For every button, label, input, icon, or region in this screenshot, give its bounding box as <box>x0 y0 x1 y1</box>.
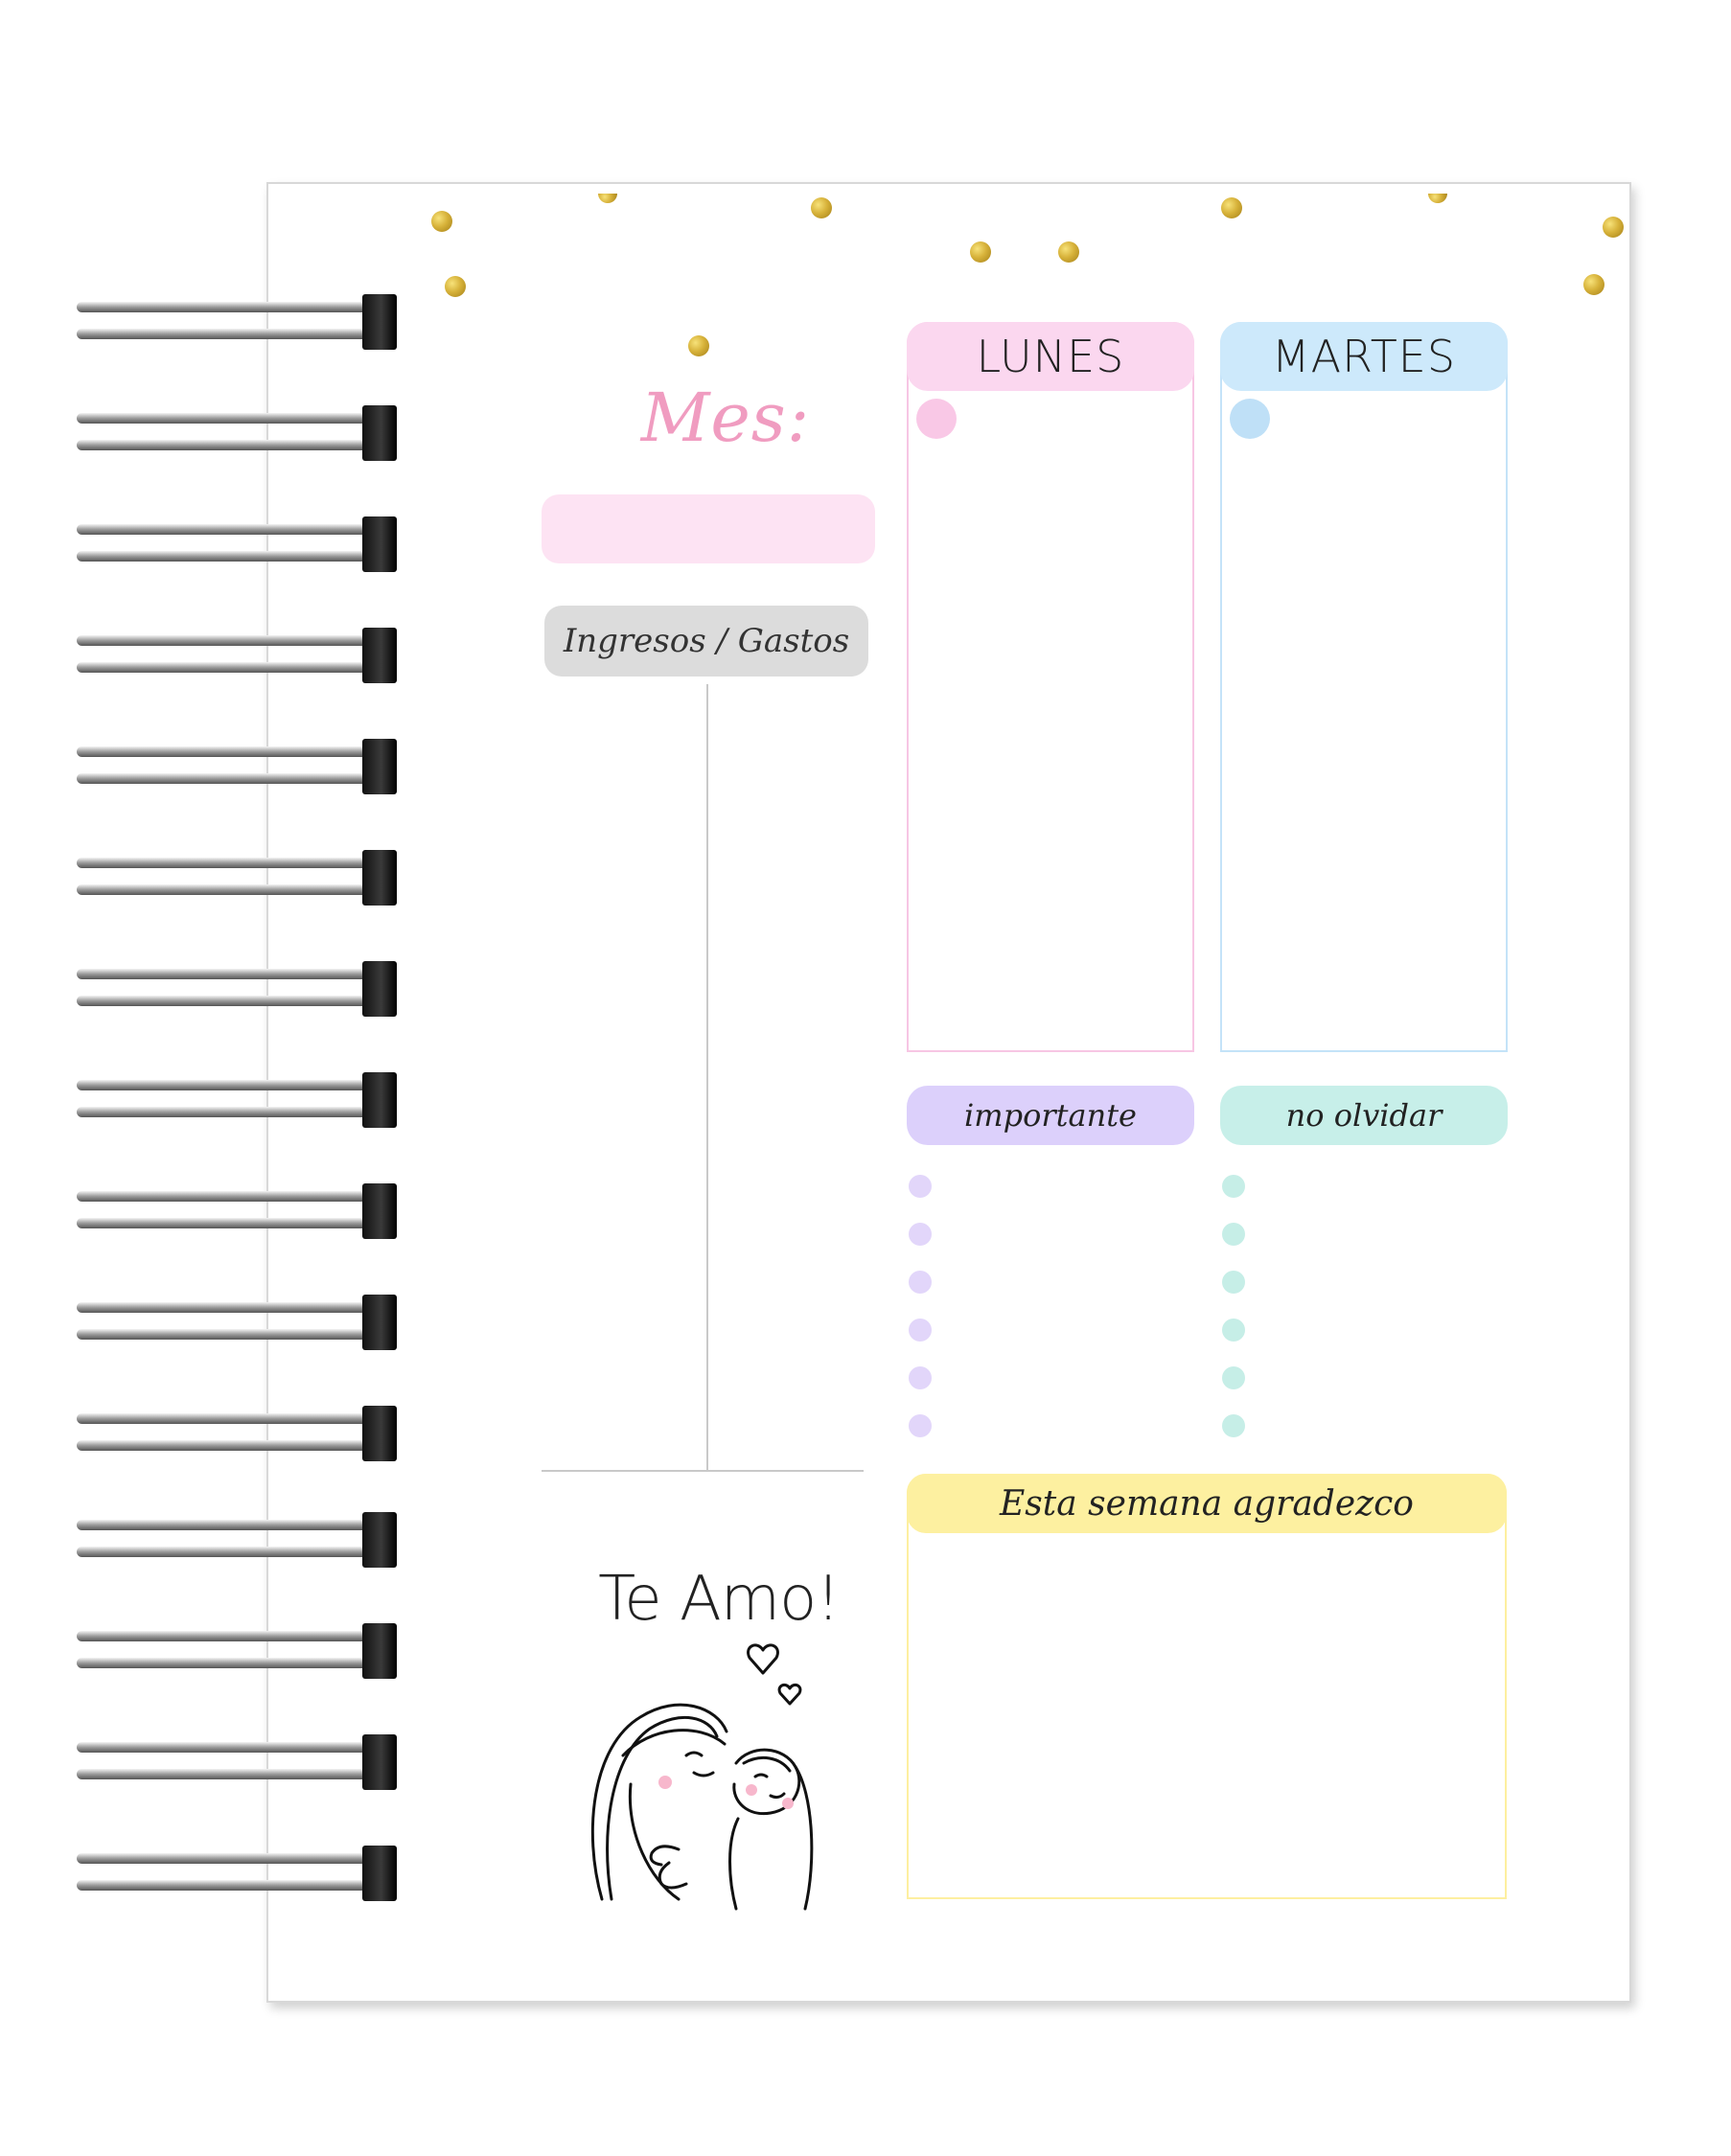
gold-dot <box>1221 197 1242 218</box>
day-column-martes[interactable]: MARTES <box>1220 322 1508 1052</box>
gold-dot <box>1603 217 1624 238</box>
gold-dot <box>1583 274 1604 295</box>
list-bullet <box>909 1223 932 1246</box>
gratitude-box[interactable]: Esta semana agradezco <box>907 1474 1507 1899</box>
day-header-martes: MARTES <box>1220 322 1508 391</box>
gold-dot <box>688 335 709 356</box>
list-bullet <box>1222 1366 1245 1389</box>
gratitude-header: Esta semana agradezco <box>907 1474 1507 1533</box>
list-bullet <box>909 1175 932 1198</box>
gold-dot <box>598 194 617 203</box>
list-bullet <box>909 1319 932 1342</box>
list-bullet <box>909 1414 932 1437</box>
gold-dot <box>811 197 832 218</box>
gold-dot <box>1058 241 1079 263</box>
day-bullet <box>1230 399 1270 439</box>
gold-dot <box>431 211 452 232</box>
gold-dot <box>970 241 991 263</box>
day-column-lunes[interactable]: LUNES <box>907 322 1194 1052</box>
list-bullet <box>1222 1223 1245 1246</box>
gold-dot <box>445 276 466 297</box>
list-bullet <box>1222 1175 1245 1198</box>
month-input-box[interactable] <box>542 494 875 563</box>
gold-dot <box>1428 194 1447 203</box>
list-bullet <box>1222 1414 1245 1437</box>
finance-divider-horizontal <box>542 1470 864 1472</box>
important-header: importante <box>907 1086 1194 1145</box>
love-text: Te Amo! <box>598 1564 841 1635</box>
list-bullet <box>909 1366 932 1389</box>
hug-illustration-icon <box>590 1643 814 1911</box>
day-bullet <box>916 399 957 439</box>
list-bullet <box>909 1271 932 1294</box>
list-bullet <box>1222 1271 1245 1294</box>
finance-divider-vertical <box>706 684 708 1470</box>
dont-forget-header: no olvidar <box>1220 1086 1508 1145</box>
finance-header: Ingresos / Gastos <box>544 606 868 677</box>
list-bullet <box>1222 1319 1245 1342</box>
month-label: Mes: <box>640 378 811 457</box>
day-header-lunes: LUNES <box>907 322 1194 391</box>
